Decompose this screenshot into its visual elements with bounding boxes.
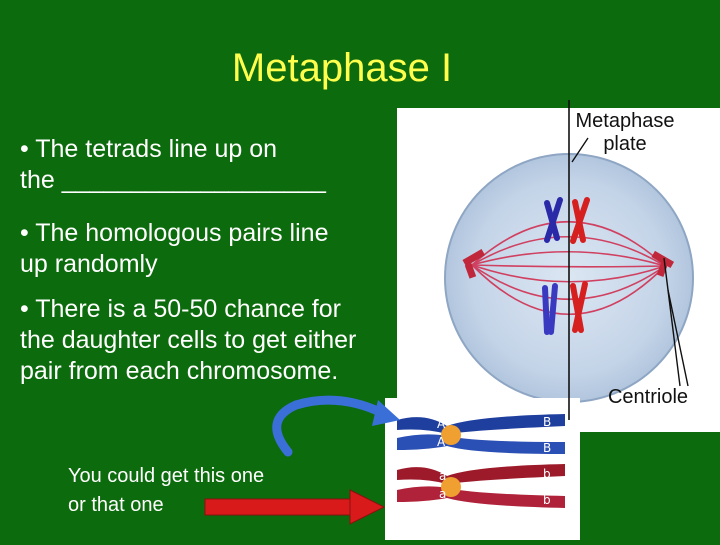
chromosome-pairs: A A B B a a b b [397, 414, 565, 508]
allele-a-2: a [439, 487, 446, 501]
plate-pointer [571, 137, 589, 163]
metaphase-plate-label: Metaphase plate [575, 110, 675, 155]
allele-b-1: b [543, 467, 551, 481]
centromere [441, 477, 461, 497]
centriole-label: Centriole [607, 386, 689, 408]
allele-A-1: A [437, 417, 446, 431]
choice-note: You could get this one or that one [68, 465, 265, 516]
allele-b-2: b [543, 493, 551, 507]
allele-A-2: A [437, 435, 446, 449]
centriole-left [462, 249, 486, 279]
centriole-pointer-1 [667, 289, 689, 387]
right-arrow-icon [204, 489, 386, 525]
centromere [441, 425, 461, 445]
bullet-homologous-pairs: • The homologous pairs line up randomly [20, 219, 329, 278]
tetrad-upper [544, 197, 590, 244]
chromosome-pairs-panel: A A B B a a b b [385, 398, 580, 540]
curved-arrow-icon [272, 395, 400, 457]
tetrad-lower [542, 281, 588, 335]
cell-diagram-panel [397, 108, 720, 432]
allele-B-2: B [543, 441, 551, 455]
red-chromosome-pair: a a b b [397, 464, 565, 508]
allele-B-1: B [543, 415, 551, 429]
slide-title: Metaphase I [231, 46, 453, 90]
allele-a-1: a [439, 469, 446, 483]
bullet-tetrads: • The tetrads line up on the ___________… [20, 135, 326, 194]
bullet-fifty-fifty: • There is a 50-50 chance for the daught… [20, 295, 357, 385]
blue-chromosome-pair: A A B B [397, 414, 565, 455]
centriole-pointer-2 [663, 257, 681, 387]
